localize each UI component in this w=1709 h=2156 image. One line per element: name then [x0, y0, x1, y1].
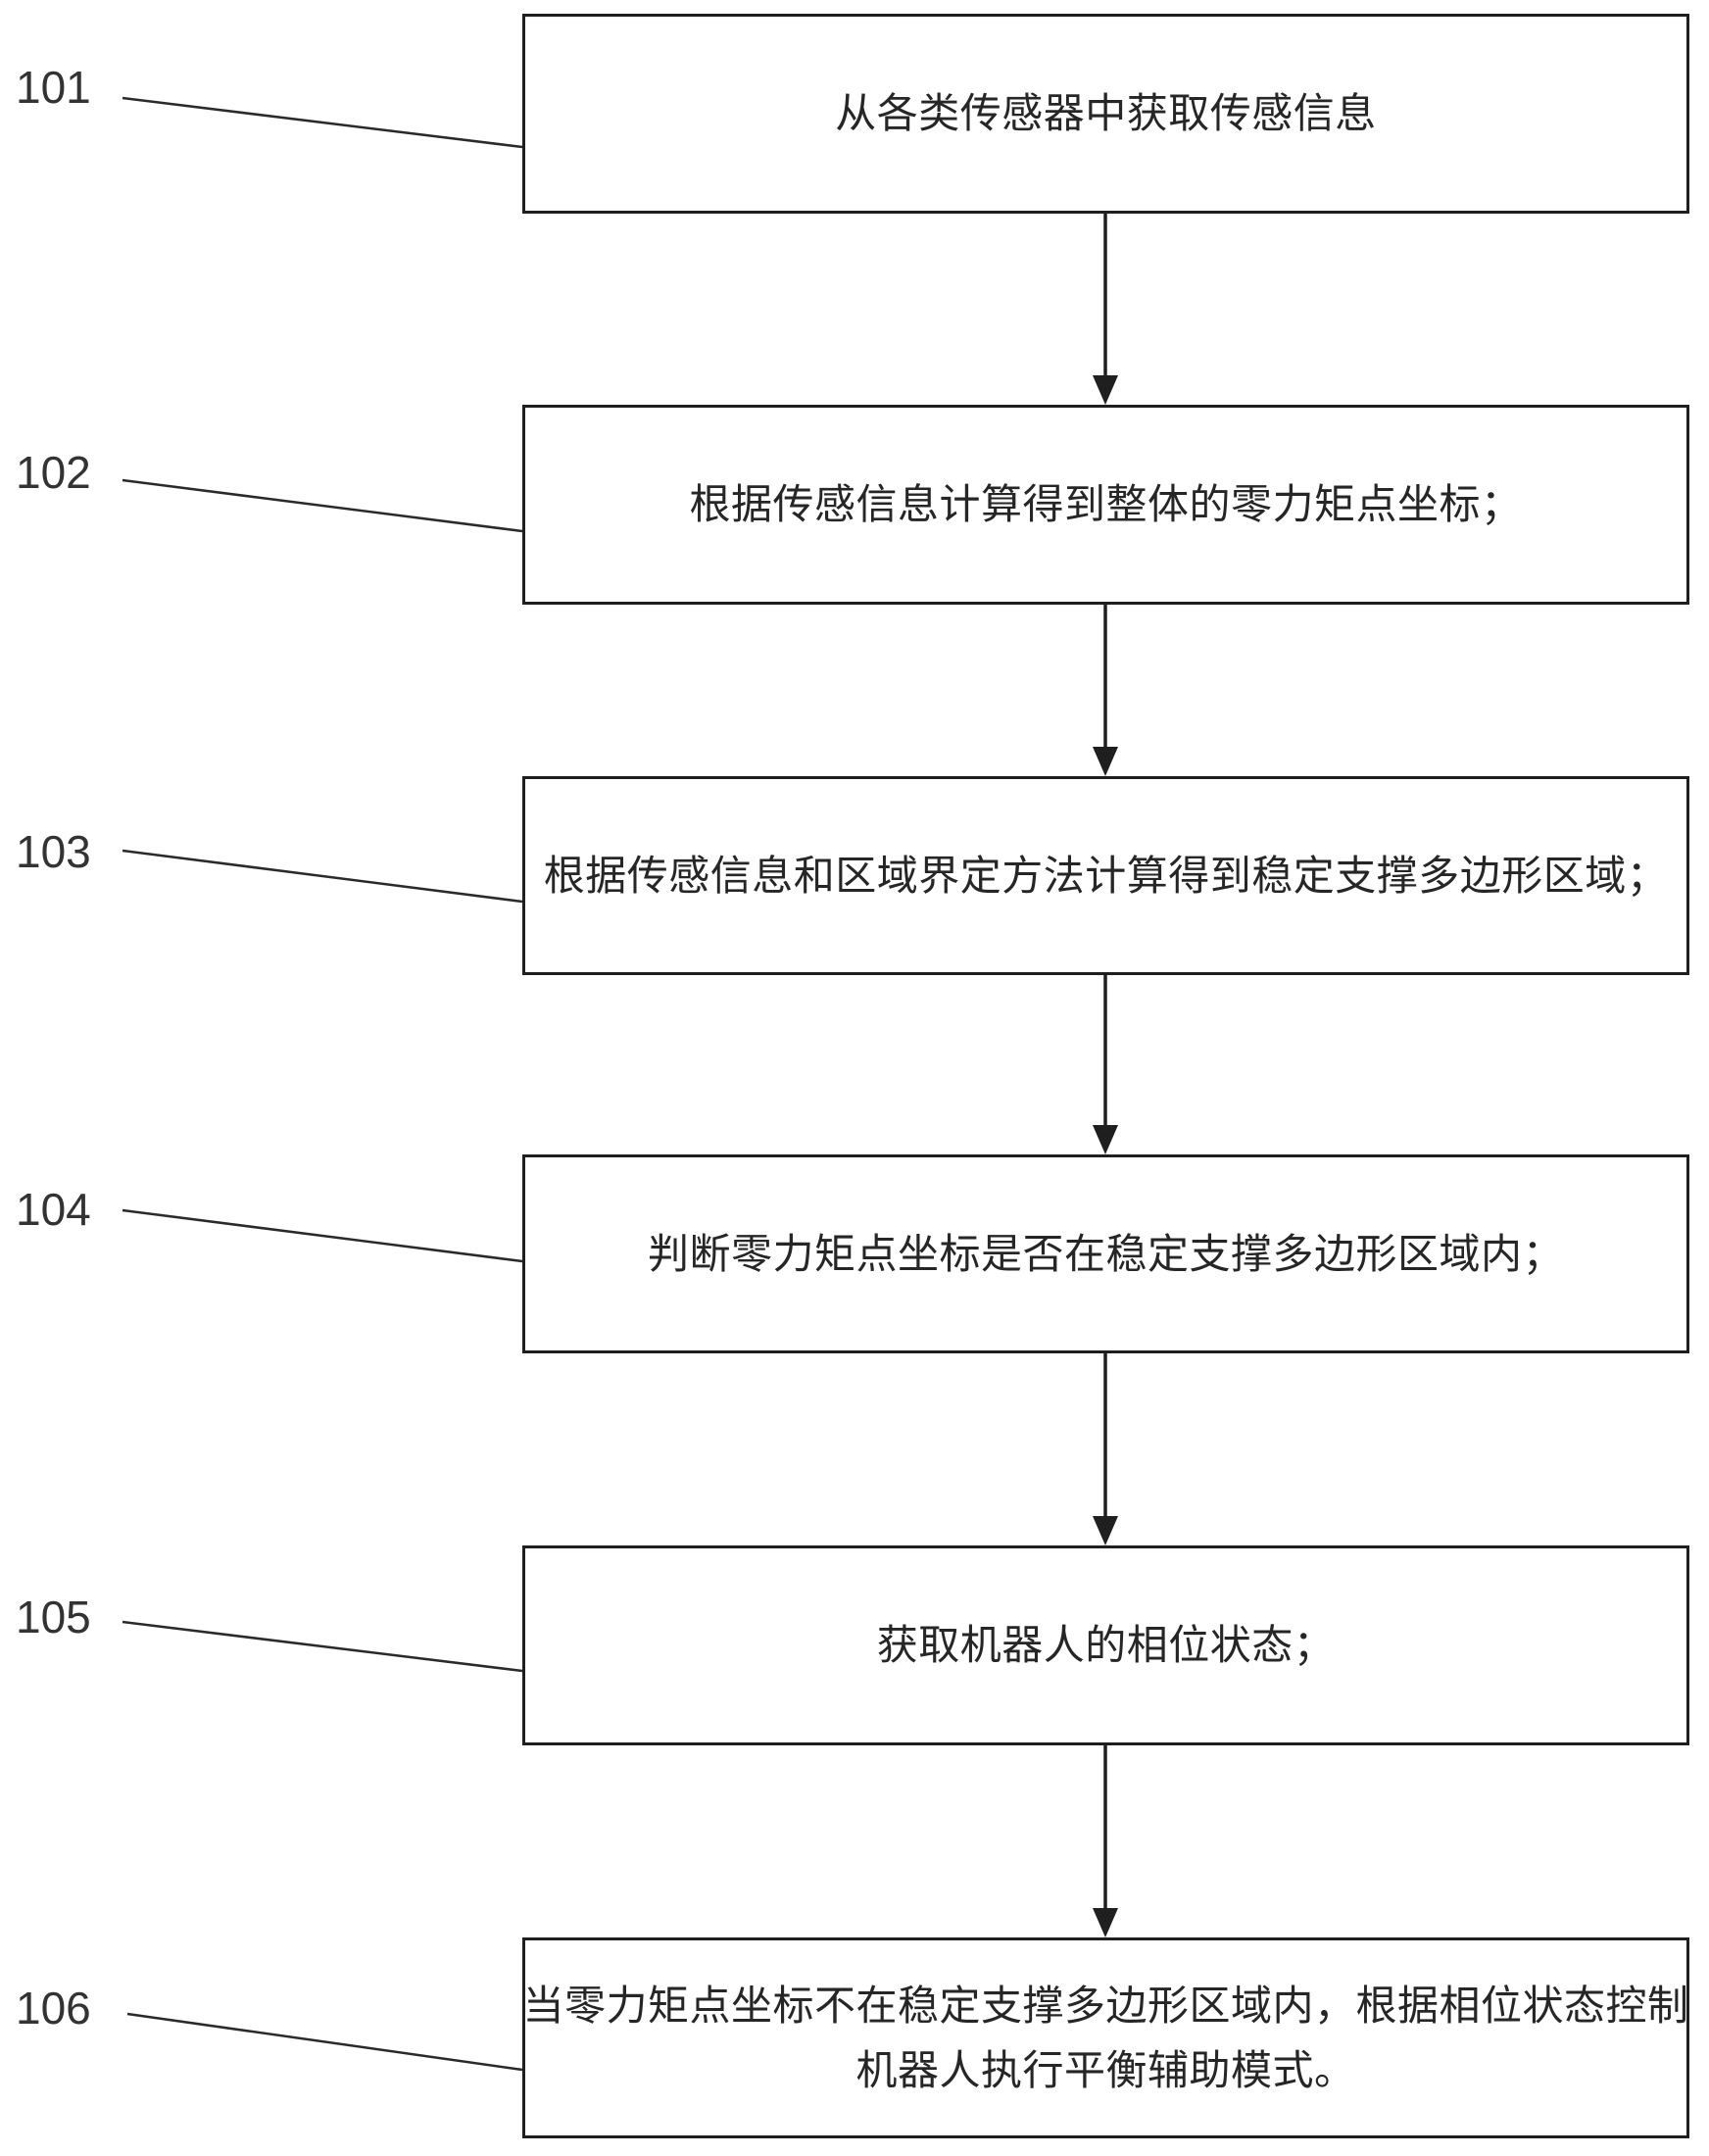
arrow-down-icon [1093, 214, 1118, 405]
arrow-down-icon [1093, 975, 1118, 1154]
step-box-106: 当零力矩点坐标不在稳定支撑多边形区域内，根据相位状态控制 机器人执行平衡辅助模式… [522, 1937, 1689, 2138]
step-number-101: 101 [16, 62, 91, 113]
step-text-102: 根据传感信息计算得到整体的零力矩点坐标； [689, 481, 1523, 528]
step-box-103: 根据传感信息和区域界定方法计算得到稳定支撑多边形区域； [522, 776, 1689, 975]
step-text-101: 从各类传感器中获取传感信息 [835, 90, 1377, 137]
step-text-103: 根据传感信息和区域界定方法计算得到稳定支撑多边形区域； [543, 852, 1669, 899]
step-box-102: 根据传感信息计算得到整体的零力矩点坐标； [522, 405, 1689, 605]
leader-line-102 [122, 478, 523, 533]
leader-line-103 [122, 849, 523, 904]
step-number-104: 104 [16, 1184, 91, 1235]
step-number-103: 103 [16, 826, 91, 877]
step-box-105: 获取机器人的相位状态； [522, 1545, 1689, 1745]
step-text-104: 判断零力矩点坐标是否在稳定支撑多边形区域内； [647, 1230, 1564, 1277]
step-box-104: 判断零力矩点坐标是否在稳定支撑多边形区域内； [522, 1154, 1689, 1353]
leader-line-104 [122, 1208, 523, 1263]
arrow-down-icon [1093, 1353, 1118, 1545]
step-text-106-line2: 机器人执行平衡辅助模式。 [855, 2046, 1356, 2093]
arrow-down-icon [1093, 1745, 1118, 1937]
step-box-101: 从各类传感器中获取传感信息 [522, 14, 1689, 214]
step-text-105: 获取机器人的相位状态； [876, 1622, 1336, 1669]
leader-line-106 [126, 2012, 523, 2072]
step-number-105: 105 [16, 1592, 91, 1642]
leader-line-105 [122, 1620, 523, 1673]
step-number-102: 102 [16, 447, 91, 498]
step-number-106: 106 [16, 1983, 91, 2034]
leader-line-101 [122, 96, 523, 149]
arrow-down-icon [1093, 605, 1118, 776]
step-text-106-line1: 当零力矩点坐标不在稳定支撑多边形区域内，根据相位状态控制 [522, 1983, 1689, 2030]
